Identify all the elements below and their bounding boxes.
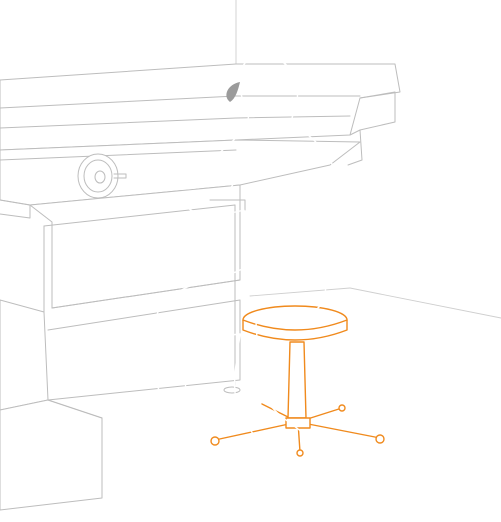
workbench-machine [0,64,400,510]
stool-icon [211,306,384,456]
stool-caster-left [211,437,219,445]
stool-caster-front [297,450,303,456]
floor-wall-line [350,288,501,318]
machine-leg-foot [224,387,240,393]
handwheel-hub [95,171,105,183]
stool-column [288,342,306,418]
machine-front-body [30,185,240,308]
stool-caster-back [339,405,345,411]
machine-base-left [0,300,48,410]
stool-caster-right [376,435,384,443]
machine-top-panel [0,64,400,150]
machine-base-front [48,300,240,400]
floor-line-left [250,288,350,296]
machine-plinth [0,400,102,510]
